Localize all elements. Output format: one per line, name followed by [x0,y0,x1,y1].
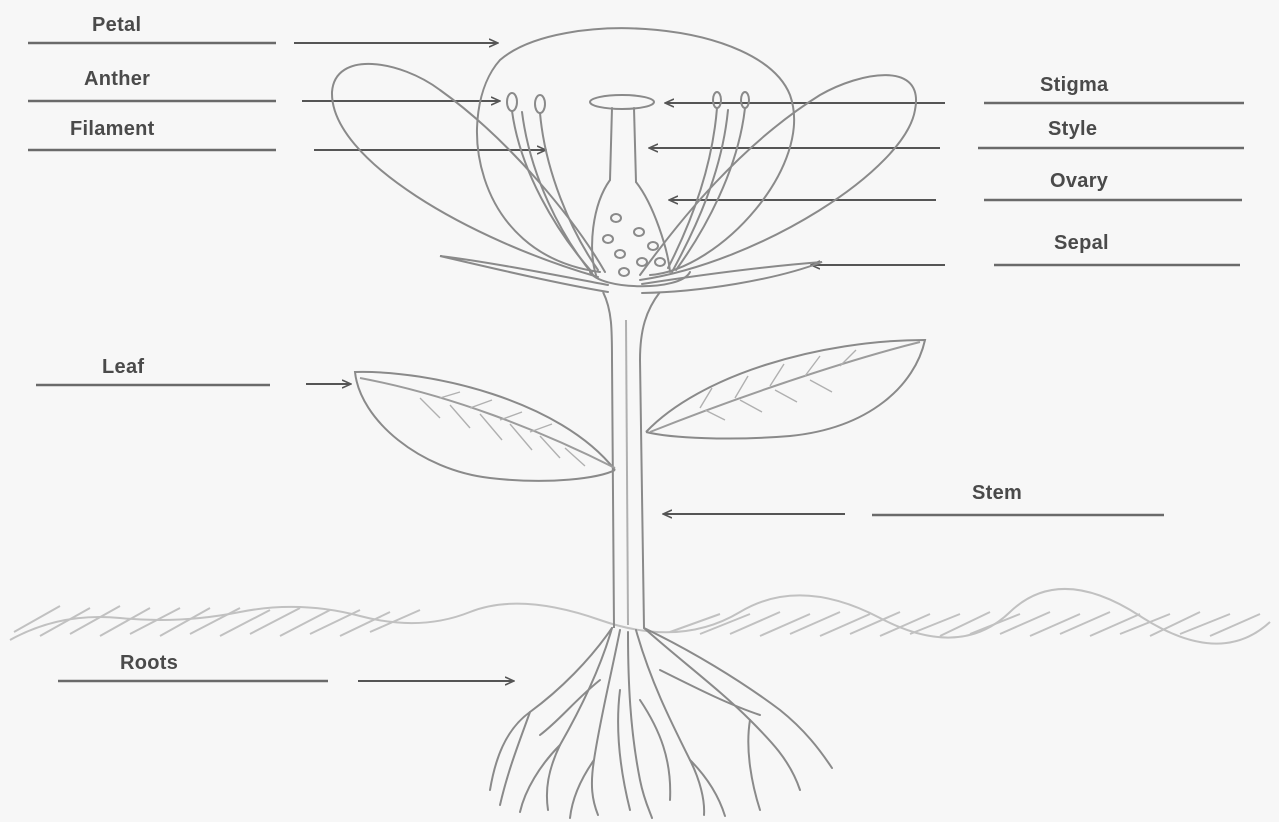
leaf-left [355,372,615,481]
style-shape [610,108,636,182]
label-filament: Filament [70,118,155,141]
label-anther: Anther [84,68,150,91]
flower [332,28,916,293]
label-leaf: Leaf [102,356,144,379]
label-roots: Roots [120,652,178,675]
leaf-right [646,340,925,439]
label-ovary: Ovary [1050,170,1108,193]
stamens-right [668,92,749,272]
label-sepal: Sepal [1054,232,1109,255]
label-stigma: Stigma [1040,74,1108,97]
label-stem: Stem [972,482,1022,505]
stem [603,292,660,628]
stigma-shape [590,95,654,109]
ovules [603,214,665,276]
label-petal: Petal [92,14,141,37]
roots [490,628,832,818]
stamens-left [507,93,598,276]
ovary-shape [592,180,670,275]
petal-left [332,64,605,277]
label-style: Style [1048,118,1097,141]
ground-line [10,589,1270,644]
